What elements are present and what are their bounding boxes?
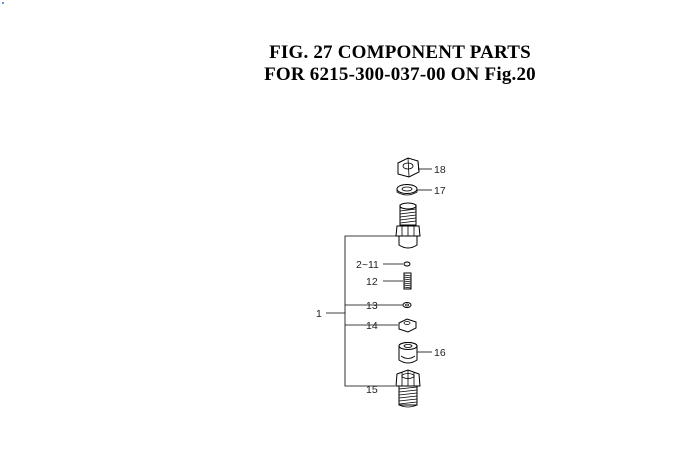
corner-mark [2,2,4,4]
figure-title: FIG. 27 COMPONENT PARTS [269,42,531,63]
part-16-plug [398,342,418,364]
part-12-spring [403,272,412,290]
callout-17: 17 [434,185,446,197]
part-2-11-ring [403,261,411,267]
callout-12: 12 [366,276,378,288]
part-18-hex-nut [397,157,420,178]
bracket-1 [326,235,398,387]
callout-13: 13 [366,300,378,312]
callout-18: 18 [434,164,446,176]
part-1-valve-body [395,202,421,249]
callout-2-11: 2~11 [356,259,379,271]
part-15-body-nut [395,369,421,408]
callout-16: 16 [434,347,446,359]
callout-14: 14 [366,320,378,332]
callout-1: 1 [316,308,322,320]
figure-subtitle: FOR 6215-300-037-00 ON Fig.20 [264,64,536,85]
part-14-seat [398,318,417,333]
part-13-small-washer [402,302,412,308]
callout-15: 15 [366,384,378,396]
part-17-washer [396,184,418,196]
